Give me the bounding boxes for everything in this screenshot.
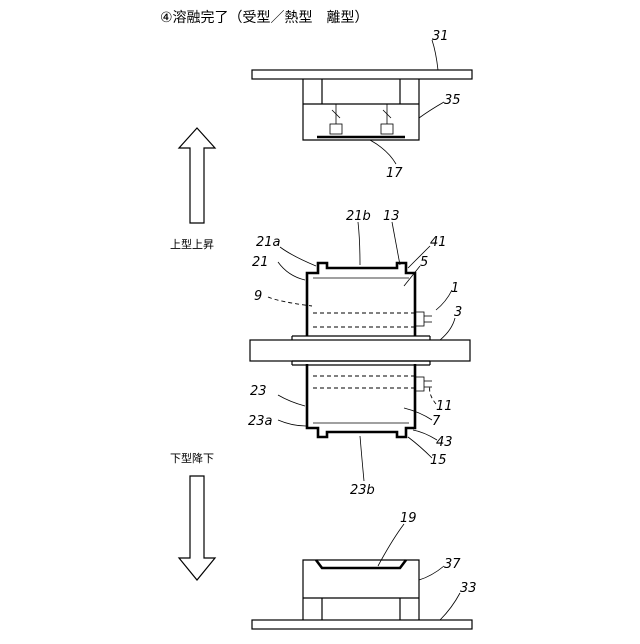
ref-23: 23	[250, 384, 267, 399]
ref-33: 33	[460, 581, 477, 596]
figure-title: ④溶融完了（受型／熱型 離型）	[160, 9, 369, 26]
lower-move-label: 下型降下	[170, 451, 214, 465]
ref-21a: 21a	[256, 235, 281, 250]
ref-7: 7	[432, 414, 441, 429]
lower-platen	[252, 620, 472, 629]
upper-part-21	[307, 263, 415, 336]
ref-35: 35	[444, 93, 461, 108]
ref-5: 5	[420, 255, 428, 270]
ref-9: 9	[254, 289, 262, 304]
ref-11: 11	[436, 399, 453, 414]
ref-19: 19	[400, 511, 417, 526]
lower-connector	[415, 377, 424, 391]
ref-31: 31	[432, 29, 449, 44]
ref-1: 1	[451, 281, 459, 296]
upper-connector	[415, 312, 424, 326]
ref-23a: 23a	[248, 414, 273, 429]
lower-part-23	[307, 364, 415, 437]
support-plate	[250, 340, 470, 361]
ref-15: 15	[430, 453, 447, 468]
upper-platen	[252, 70, 472, 79]
upper-move-label: 上型上昇	[170, 237, 214, 251]
ref-3: 3	[454, 305, 462, 320]
down-arrow-icon	[179, 476, 215, 580]
ref-13: 13	[383, 209, 400, 224]
ref-41: 41	[430, 235, 447, 250]
upper-clamps	[330, 104, 393, 134]
ref-23b: 23b	[350, 483, 375, 498]
upper-mold-body	[303, 79, 419, 140]
lower-heater-plate	[316, 560, 406, 568]
ref-21b: 21b	[346, 209, 371, 224]
ref-21: 21	[252, 255, 269, 270]
up-arrow-icon	[179, 128, 215, 223]
ref-43: 43	[436, 435, 453, 450]
ref-17: 17	[386, 166, 403, 181]
ref-37: 37	[444, 557, 461, 572]
